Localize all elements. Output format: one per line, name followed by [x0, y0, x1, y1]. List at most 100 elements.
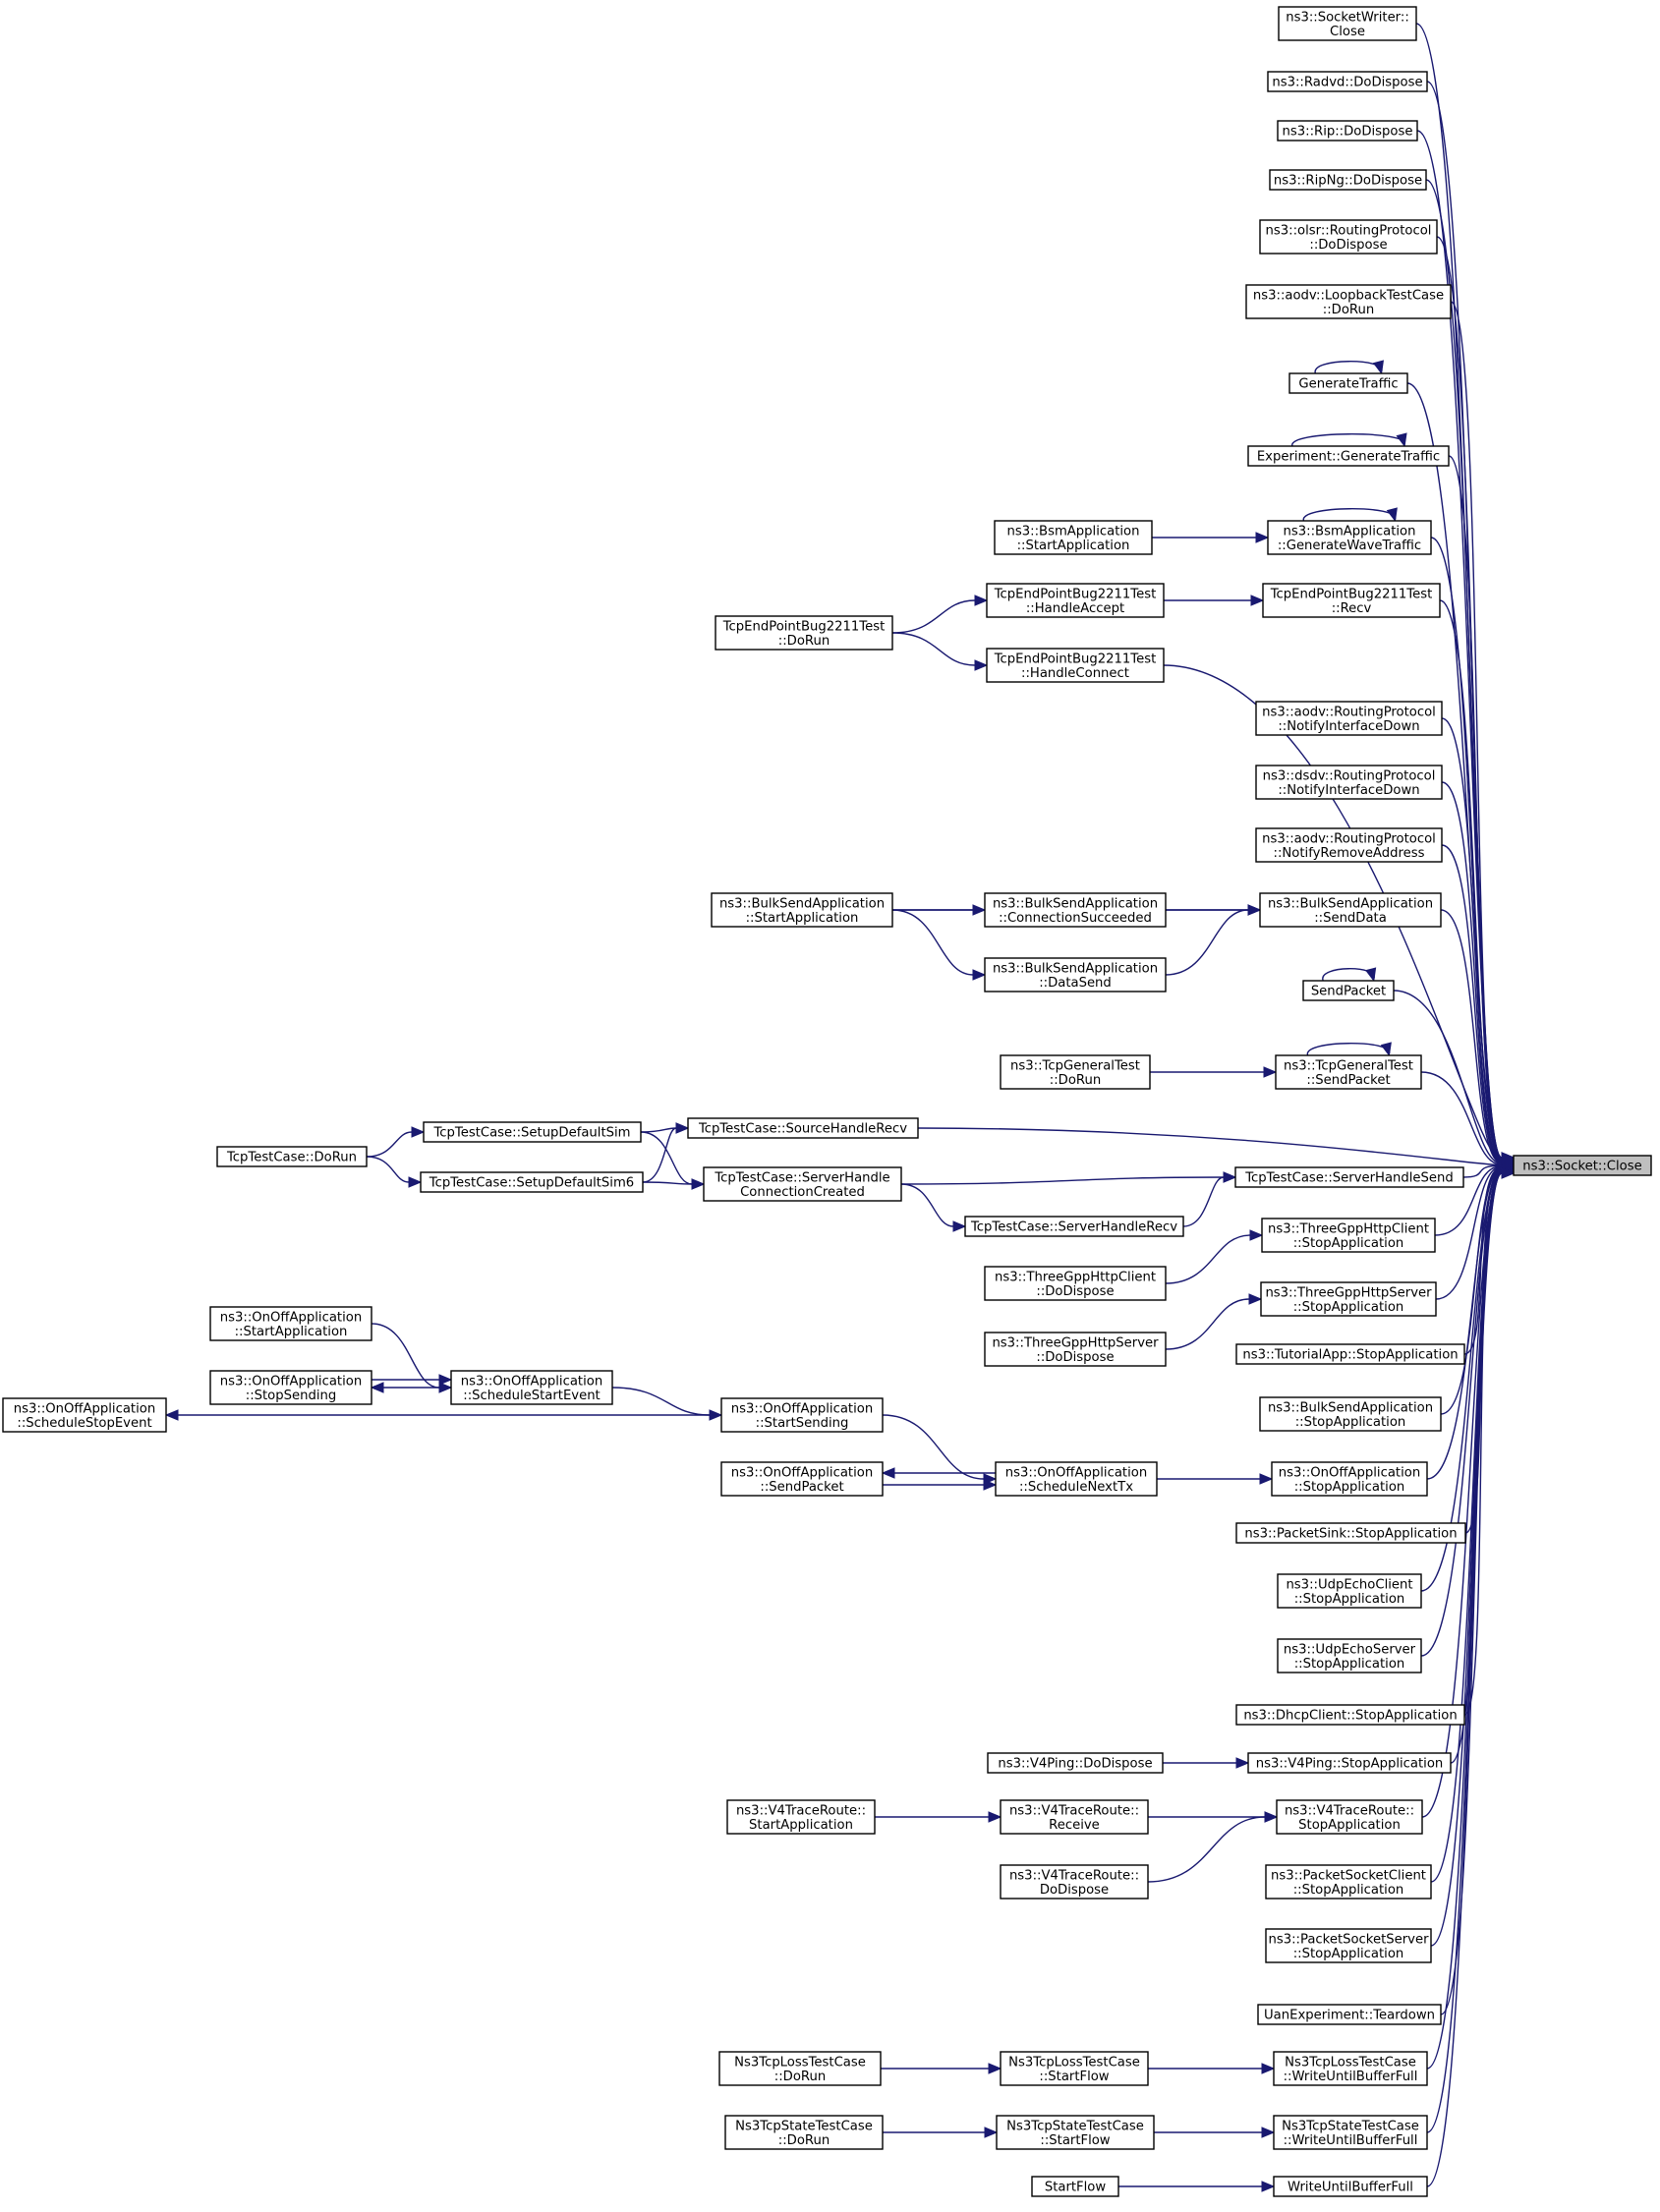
node-sendpacket[interactable]: SendPacket — [1302, 980, 1395, 1001]
node-state-wubf[interactable]: Ns3TcpStateTestCase::WriteUntilBufferFul… — [1273, 2115, 1428, 2150]
node-v4p-disp[interactable]: ns3::V4Ping::DoDispose — [987, 1752, 1164, 1774]
node-label-line: Receive — [1049, 1818, 1100, 1833]
node-label-line: ::StartApplication — [1017, 539, 1130, 553]
node-tcpgen-send[interactable]: ns3::TcpGeneralTest::SendPacket — [1275, 1054, 1422, 1090]
node-tc-setup[interactable]: TcpTestCase::SetupDefaultSim — [423, 1121, 642, 1143]
node-tc-srvrecv[interactable]: TcpTestCase::ServerHandleRecv — [964, 1216, 1184, 1237]
node-uan-td[interactable]: UanExperiment::Teardown — [1257, 2004, 1442, 2025]
node-ues-stop[interactable]: ns3::UdpEchoServer::StopApplication — [1277, 1638, 1422, 1673]
node-tc-setup6[interactable]: TcpTestCase::SetupDefaultSim6 — [420, 1171, 644, 1193]
node-label-line: ::StopApplication — [1293, 1947, 1404, 1961]
node-onoff-startsend[interactable]: ns3::OnOffApplication::StartSending — [720, 1397, 884, 1433]
node-rip[interactable]: ns3::Rip::DoDispose — [1277, 120, 1418, 142]
node-onoff-start[interactable]: ns3::OnOffApplication::StartApplication — [209, 1306, 372, 1341]
node-label-line: ns3::BulkSendApplication — [1268, 1400, 1433, 1415]
node-label-line: ns3::PacketSocketClient — [1271, 1868, 1426, 1883]
node-exp-gentraffic[interactable]: Experiment::GenerateTraffic — [1247, 445, 1450, 467]
node-box — [1259, 892, 1442, 928]
node-tep-dorun[interactable]: TcpEndPointBug2211Test::DoRun — [715, 615, 893, 651]
node-box — [1260, 1281, 1437, 1317]
node-bulk-stop[interactable]: ns3::BulkSendApplication::StopApplicatio… — [1259, 1396, 1442, 1432]
node-label-line: ns3::BulkSendApplication — [993, 896, 1158, 911]
node-label-line: TcpEndPointBug2211Test — [994, 652, 1157, 666]
node-tghs-disp[interactable]: ns3::ThreeGppHttpServer::DoDispose — [984, 1332, 1167, 1367]
node-tep-connect[interactable]: TcpEndPointBug2211Test::HandleConnect — [986, 648, 1165, 683]
node-tghc-stop[interactable]: ns3::ThreeGppHttpClient::StopApplication — [1261, 1218, 1436, 1253]
edge-arrowhead — [1259, 1473, 1274, 1485]
node-onoff-sstop[interactable]: ns3::OnOffApplication::ScheduleStopEvent — [2, 1397, 167, 1433]
node-root[interactable]: ns3::Socket::Close — [1513, 1155, 1652, 1176]
edge-line — [1420, 1168, 1503, 1657]
edge-arrowhead — [1235, 1757, 1250, 1769]
node-label-line: ns3::aodv::RoutingProtocol — [1262, 705, 1436, 719]
node-tep-accept[interactable]: TcpEndPointBug2211Test::HandleAccept — [986, 583, 1165, 618]
node-loss-sf[interactable]: Ns3TcpLossTestCase::StartFlow — [1000, 2051, 1149, 2086]
node-bsm-start[interactable]: ns3::BsmApplication::StartApplication — [994, 520, 1153, 555]
node-v4t-disp[interactable]: ns3::V4TraceRoute::DoDispose — [1000, 1864, 1149, 1900]
node-label-line: ns3::PacketSink::StopApplication — [1244, 1527, 1457, 1542]
node-bsm-gen[interactable]: ns3::BsmApplication::GenerateWaveTraffic — [1267, 520, 1432, 555]
node-aodv-lb[interactable]: ns3::aodv::LoopbackTestCase::DoRun — [1245, 284, 1452, 319]
node-bulk-connsucc[interactable]: ns3::BulkSendApplication::ConnectionSucc… — [984, 892, 1167, 928]
node-v4t-recv[interactable]: ns3::V4TraceRoute::Receive — [1000, 1799, 1149, 1835]
node-sink-stop[interactable]: ns3::PacketSink::StopApplication — [1235, 1522, 1466, 1544]
node-box — [1267, 71, 1428, 92]
node-loss-dorun[interactable]: Ns3TcpLossTestCase::DoRun — [718, 2051, 882, 2086]
node-label-line: ::HandleAccept — [1026, 601, 1124, 616]
node-label-line: ::ScheduleStartEvent — [463, 1389, 600, 1403]
node-label-line: ns3::Rip::DoDispose — [1283, 125, 1413, 140]
node-dsdv-nid[interactable]: ns3::dsdv::RoutingProtocol::NotifyInterf… — [1255, 765, 1443, 800]
node-box — [724, 2115, 884, 2150]
node-state-dorun[interactable]: Ns3TcpStateTestCase::DoRun — [724, 2115, 884, 2150]
node-bulk-start[interactable]: ns3::BulkSendApplication::StartApplicati… — [711, 892, 893, 928]
node-v4p-stop[interactable]: ns3::V4Ping::StopApplication — [1247, 1752, 1452, 1774]
node-bulk-datasend[interactable]: ns3::BulkSendApplication::DataSend — [984, 957, 1167, 993]
node-aodv-nid[interactable]: ns3::aodv::RoutingProtocol::NotifyInterf… — [1255, 701, 1443, 736]
node-label-line: ::DoRun — [1323, 303, 1374, 317]
edge-line — [1165, 1298, 1250, 1350]
node-onoff-sendpkt[interactable]: ns3::OnOffApplication::SendPacket — [720, 1461, 884, 1497]
node-uec-stop[interactable]: ns3::UdpEchoClient::StopApplication — [1277, 1573, 1422, 1609]
node-wubf[interactable]: WriteUntilBufferFull — [1273, 2176, 1428, 2197]
node-box — [984, 892, 1167, 928]
node-onoff-stopsend[interactable]: ns3::OnOffApplication::StopSending — [209, 1370, 372, 1405]
node-radvd[interactable]: ns3::Radvd::DoDispose — [1267, 71, 1428, 92]
node-startflow[interactable]: StartFlow — [1031, 2176, 1119, 2197]
node-label-line: Experiment::GenerateTraffic — [1257, 450, 1440, 465]
node-tc-srcrecv[interactable]: TcpTestCase::SourceHandleRecv — [687, 1117, 919, 1139]
node-box — [987, 1752, 1164, 1774]
node-sw-close[interactable]: ns3::SocketWriter::Close — [1278, 6, 1417, 41]
node-onoff-stop[interactable]: ns3::OnOffApplication::StopApplication — [1271, 1461, 1428, 1497]
node-tghs-stop[interactable]: ns3::ThreeGppHttpServer::StopApplication — [1260, 1281, 1437, 1317]
node-v4t-stop[interactable]: ns3::V4TraceRoute::StopApplication — [1276, 1799, 1423, 1835]
node-bulk-senddata[interactable]: ns3::BulkSendApplication::SendData — [1259, 892, 1442, 928]
node-label-line: ::StopSending — [246, 1389, 336, 1403]
node-olsr[interactable]: ns3::olsr::RoutingProtocol::DoDispose — [1259, 219, 1438, 255]
node-tc-srvsend[interactable]: TcpTestCase::ServerHandleSend — [1234, 1166, 1464, 1188]
node-psc-stop[interactable]: ns3::PacketSocketClient::StopApplication — [1265, 1864, 1432, 1900]
node-dhcp-stop[interactable]: ns3::DhcpClient::StopApplication — [1235, 1704, 1465, 1726]
node-gentraffic[interactable]: GenerateTraffic — [1288, 372, 1408, 394]
node-box — [1302, 980, 1395, 1001]
node-label-line: ns3::OnOffApplication — [731, 1465, 873, 1480]
node-ripng[interactable]: ns3::RipNg::DoDispose — [1269, 169, 1427, 191]
node-tut-stop[interactable]: ns3::TutorialApp::StopApplication — [1235, 1343, 1465, 1365]
node-tcpgen-dorun[interactable]: ns3::TcpGeneralTest::DoRun — [1000, 1054, 1151, 1090]
edge-exp_gentraffic-to-exp_gentraffic — [1291, 432, 1407, 448]
edge-arrowhead — [1263, 1066, 1278, 1078]
node-label-line: ns3::Socket::Close — [1522, 1160, 1641, 1174]
node-onoff-snt[interactable]: ns3::OnOffApplication::ScheduleNextTx — [995, 1461, 1158, 1497]
node-v4t-start[interactable]: ns3::V4TraceRoute::StartApplication — [726, 1799, 876, 1835]
node-aodv-nra[interactable]: ns3::aodv::RoutingProtocol::NotifyRemove… — [1255, 827, 1443, 863]
node-tghc-disp[interactable]: ns3::ThreeGppHttpClient::DoDispose — [984, 1266, 1167, 1301]
edge-tc_dorun-to-tc_setup6 — [366, 1156, 423, 1188]
node-tc-srvconn[interactable]: TcpTestCase::ServerHandleConnectionCreat… — [703, 1166, 902, 1202]
node-tep-recv[interactable]: TcpEndPointBug2211Test::Recv — [1262, 583, 1441, 618]
node-loss-wubf[interactable]: Ns3TcpLossTestCase::WriteUntilBufferFull — [1273, 2051, 1428, 2086]
node-state-sf[interactable]: Ns3TcpStateTestCase::StartFlow — [996, 2115, 1155, 2150]
node-onoff-sse[interactable]: ns3::OnOffApplication::ScheduleStartEven… — [450, 1370, 613, 1405]
node-pss-stop[interactable]: ns3::PacketSocketServer::StopApplication — [1265, 1928, 1432, 1963]
node-label-line: ::SendPacket — [760, 1480, 843, 1495]
node-tc-dorun[interactable]: TcpTestCase::DoRun — [216, 1146, 368, 1167]
node-label-line: TcpEndPointBug2211Test — [722, 619, 886, 634]
